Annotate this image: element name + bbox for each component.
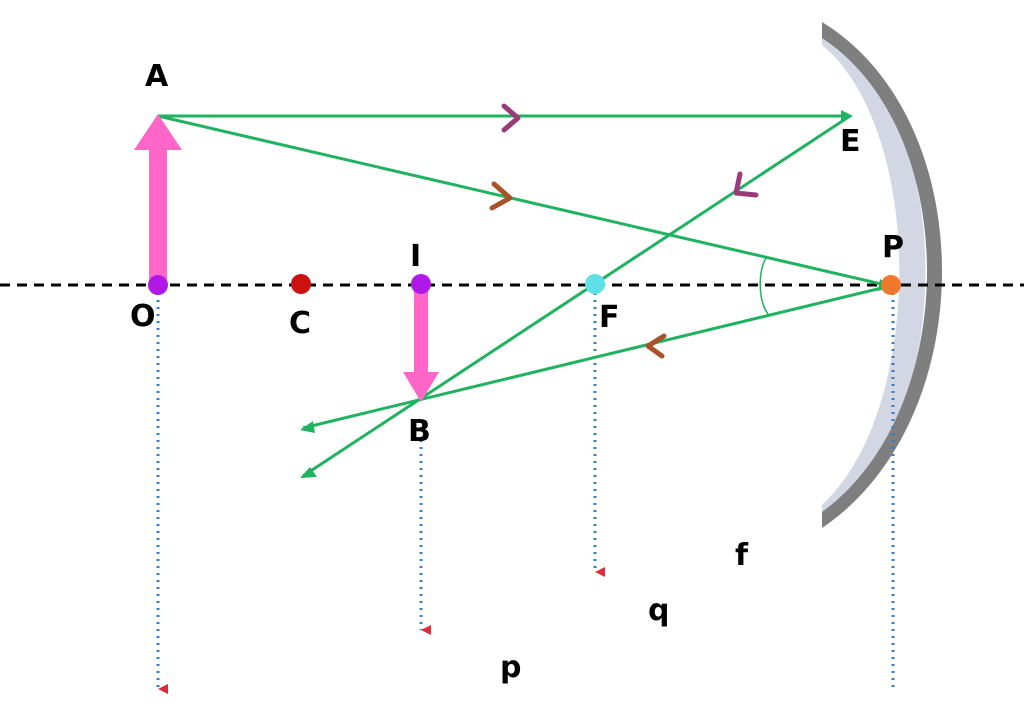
- arrowhead-p: [158, 684, 168, 694]
- label-C: C: [289, 306, 311, 341]
- chevron-reflected-ray-P: [645, 333, 667, 359]
- dotted-guides: [156, 293, 895, 690]
- ray-head-lower-2: [300, 467, 317, 478]
- light-rays: [157, 114, 891, 478]
- point-P: [881, 275, 901, 295]
- image-arrow-shaft: [414, 288, 428, 380]
- mirror-outer-edge: [822, 22, 942, 528]
- label-A: A: [145, 59, 169, 94]
- object-arrow-shaft: [149, 145, 167, 282]
- distance-arrowheads: [158, 567, 605, 694]
- point-O: [148, 275, 168, 295]
- image-arrow-head: [403, 372, 439, 402]
- label-f: f: [735, 538, 749, 573]
- label-p: p: [500, 650, 521, 685]
- label-E: E: [840, 124, 861, 159]
- axis-points: [148, 274, 901, 295]
- point-C: [291, 274, 311, 294]
- label-O: O: [130, 299, 156, 334]
- label-B: B: [408, 414, 431, 449]
- point-I: [411, 274, 431, 294]
- ray-P-reflected: [302, 284, 891, 430]
- arrowhead-f: [595, 567, 605, 577]
- label-q: q: [648, 593, 669, 628]
- angle-arc: [759, 257, 769, 315]
- distance-arrows: [163, 570, 893, 691]
- labels: A O C I B F P E f q p: [130, 59, 904, 685]
- mirror-reflective-surface: [822, 22, 926, 528]
- ray-head-lower-1: [300, 421, 315, 433]
- ray-direction-chevrons: [489, 103, 759, 359]
- arrowhead-q: [421, 625, 431, 635]
- object-arrow-head: [134, 114, 182, 150]
- chevron-reflected-ray-E: [733, 171, 759, 198]
- concave-mirror: [822, 22, 942, 528]
- ray-A-to-P: [157, 114, 891, 288]
- chevron-top-ray: [501, 103, 521, 133]
- chevron-diagonal-ray: [489, 181, 513, 211]
- point-F: [585, 274, 605, 294]
- image-arrow: [403, 288, 439, 402]
- label-P: P: [882, 230, 904, 265]
- label-F: F: [599, 300, 620, 335]
- ray-E-through-F: [302, 114, 851, 478]
- object-arrow: [134, 114, 182, 282]
- label-I: I: [410, 239, 421, 274]
- ray-head-E: [841, 110, 853, 122]
